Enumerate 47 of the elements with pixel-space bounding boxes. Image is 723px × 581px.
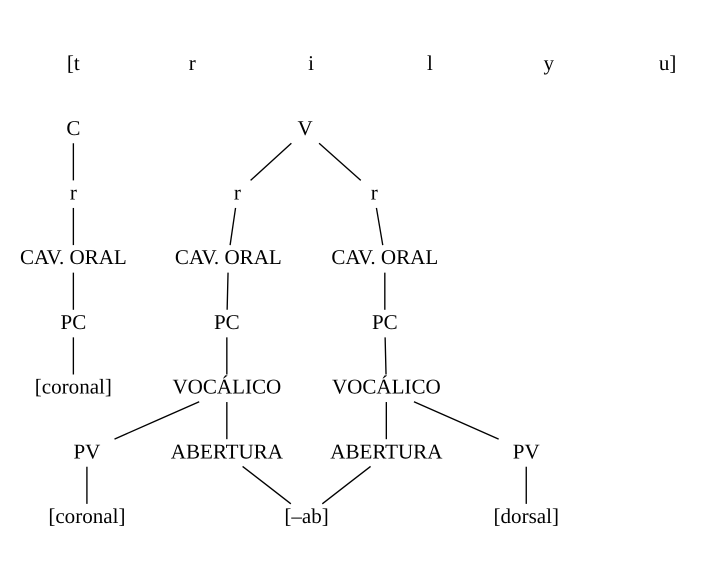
node-text: PC — [60, 309, 86, 334]
connector — [226, 272, 229, 310]
connector — [386, 402, 387, 439]
node-text: r — [370, 180, 378, 204]
node-text: PV — [73, 438, 100, 463]
node-text: PV — [512, 438, 540, 463]
node-text: [coronal] — [48, 504, 126, 528]
connector — [384, 336, 387, 374]
node-text: PC — [372, 309, 398, 334]
node-text: ABERTURA — [170, 438, 283, 463]
node-text: CAV. ORAL — [331, 244, 438, 269]
label: u] — [658, 50, 676, 75]
node-text: [dorsal] — [494, 504, 559, 528]
connector — [376, 207, 384, 245]
node-text: CAV. ORAL — [174, 244, 282, 269]
connector — [72, 207, 74, 245]
connector — [242, 465, 292, 504]
label: [t — [66, 50, 80, 75]
connector — [318, 142, 362, 180]
node-text: C — [66, 115, 80, 140]
node-text: [coronal] — [34, 374, 112, 398]
label: l — [427, 50, 433, 75]
connector — [72, 272, 74, 310]
node-text: PC — [214, 309, 240, 334]
connector — [250, 142, 292, 180]
connector — [226, 402, 228, 439]
connector — [72, 142, 74, 180]
connector — [72, 336, 74, 374]
label: y — [544, 50, 554, 75]
node-text: [–ab] — [284, 504, 329, 528]
node-text: r — [234, 180, 241, 204]
node-text: VOCÁLICO — [172, 374, 282, 398]
connector — [526, 466, 527, 504]
node-text: VOCÁLICO — [332, 374, 441, 398]
connector — [384, 272, 386, 310]
connector — [114, 400, 200, 440]
node-text: V — [297, 115, 313, 140]
node-text: r — [70, 180, 77, 204]
connector — [226, 336, 228, 374]
connector — [229, 207, 236, 245]
node-text: ABERTURA — [330, 438, 442, 463]
node-text: CAV. ORAL — [20, 244, 127, 269]
connector — [86, 466, 88, 504]
connector — [322, 465, 371, 504]
label: i — [308, 50, 314, 75]
connector — [414, 400, 499, 440]
label: r — [188, 50, 196, 75]
